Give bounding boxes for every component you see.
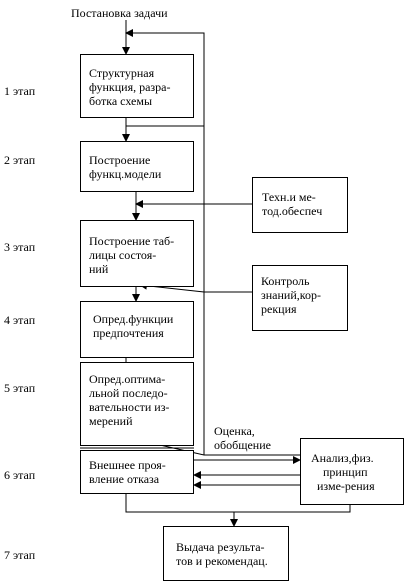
block4-line1: Опред.функции: [93, 312, 174, 326]
block3-line3: ний: [89, 262, 109, 276]
stage-label-3: 3 этап: [4, 240, 36, 254]
analysis-line1: Анализ,физ.: [311, 451, 374, 465]
block-functional-model: Построение функц.модели: [80, 141, 194, 192]
block5-line1: Опред.оптима-: [89, 372, 166, 386]
block-results-output: Выдача результа- тов и рекомендац.: [163, 526, 289, 581]
stage-label-7: 7 этап: [4, 548, 36, 562]
control-line2: знаний,кор-: [261, 288, 321, 302]
stage-label-5: 5 этап: [4, 381, 36, 395]
stage-label-2: 2 этап: [4, 153, 36, 167]
block6-line1: Внешнее проя-: [89, 458, 166, 472]
block-preference-function: Опред.функции предпочтения: [80, 301, 194, 358]
block4-line2: предпочтения: [93, 326, 164, 340]
block2-line1: Построение: [89, 153, 151, 167]
tech-line2: тод.обеспеч: [262, 204, 323, 218]
stage-label-1: 1 этап: [4, 84, 36, 98]
block-tech-support: Техн.и ме- тод.обеспеч: [252, 177, 348, 233]
block3-line2: лицы состоя-: [89, 248, 157, 262]
control-line1: Контроль: [261, 274, 310, 288]
block2-line2: функц.модели: [89, 167, 162, 181]
diagram-title: Постановка задачи: [71, 6, 168, 20]
block-analysis: Анализ,физ. принцип изме-рения: [300, 438, 404, 505]
block5-line3: вательности из-: [89, 400, 170, 414]
evaluation-label-line2: обобщение: [214, 438, 271, 452]
block5-line4: мерений: [89, 414, 133, 428]
analysis-line3: изме-рения: [317, 479, 375, 493]
block1-line3: ботка схемы: [89, 94, 153, 108]
stage-label-6: 6 этап: [4, 468, 36, 482]
block-knowledge-control: Контроль знаний,кор- рекция: [252, 265, 348, 331]
block-state-table: Построение таб- лицы состоя- ний: [80, 220, 194, 287]
block-structural-function: Структурная функция, разра- ботка схемы: [80, 54, 194, 118]
block7-line1: Выдача результа-: [176, 540, 265, 554]
analysis-line2: принцип: [323, 465, 368, 479]
stage-label-4: 4 этап: [4, 313, 36, 327]
evaluation-label-line1: Оценка,: [214, 424, 255, 438]
block1-line2: функция, разра-: [89, 80, 171, 94]
block1-line1: Структурная: [89, 66, 155, 80]
block3-line1: Построение таб-: [89, 234, 175, 248]
control-line3: рекция: [261, 302, 297, 316]
block5-line2: льной последо-: [89, 386, 168, 400]
block6-line2: вление отказа: [89, 472, 160, 486]
block-optimal-sequence: Опред.оптима- льной последо- вательности…: [80, 362, 194, 446]
tech-line1: Техн.и ме-: [262, 190, 316, 204]
block7-line2: тов и рекомендац.: [176, 554, 268, 568]
block-failure-manifestation: Внешнее проя- вление отказа: [80, 450, 194, 494]
